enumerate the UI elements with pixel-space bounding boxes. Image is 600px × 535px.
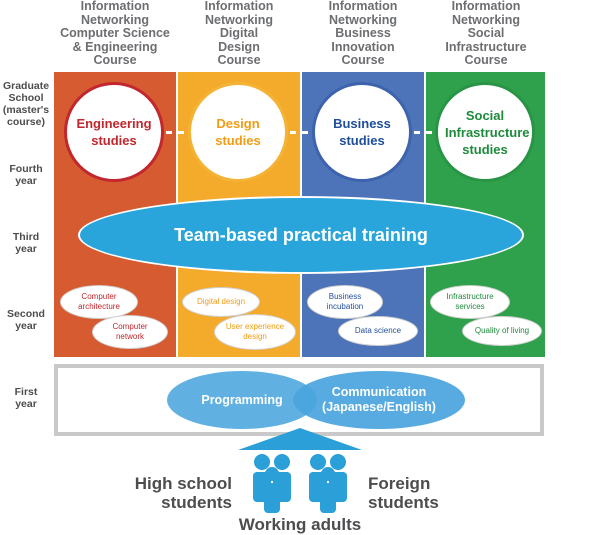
topic-digital-design: Digital design [196,297,246,306]
topic-pill: Data science [338,316,418,346]
topic-pill: Quality of living [462,316,542,346]
topic-pill: Digital design [182,287,260,317]
connector-dash [426,131,432,134]
team-training-label: Team-based practical training [174,224,428,245]
topic-quality-of-living: Quality of living [474,326,530,335]
communication-oval: Communication(Japanese/English) [293,371,465,429]
communication-label: Communication(Japanese/English) [322,385,436,414]
connector-dash [166,131,172,134]
team-training-ellipse: Team-based practical training [78,196,524,274]
working-adults-label: Working adults [238,515,362,534]
connector-dash [302,131,308,134]
programming-oval: Programming [167,371,317,429]
connector-dash [290,131,296,134]
people-group-icon [253,454,347,513]
programming-label: Programming [201,392,283,407]
connector-dash [414,131,420,134]
topic-data-science: Data science [354,326,402,335]
connector-dash [178,131,184,134]
upward-arrow [238,428,362,450]
